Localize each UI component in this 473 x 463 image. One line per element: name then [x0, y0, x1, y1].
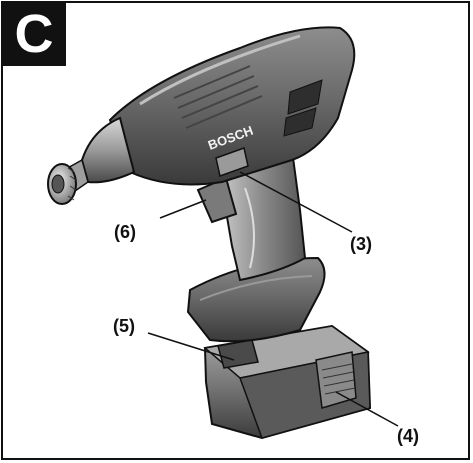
- battery-latch-left: [217, 339, 259, 369]
- figure-letter-badge: C: [2, 2, 66, 66]
- leader-line-4: [335, 391, 399, 427]
- callout-label-4: (4): [397, 426, 419, 446]
- bit-holder-chuck: [47, 163, 77, 205]
- callout-label-5: (5): [113, 316, 135, 336]
- callout-label-6: (6): [114, 222, 136, 242]
- leader-line-5: [147, 332, 235, 361]
- motor-housing: [108, 26, 356, 186]
- rotation-direction-switch: [215, 147, 249, 177]
- callout-label-3: (3): [350, 234, 372, 254]
- leader-line-6: [159, 199, 207, 219]
- battery-pack: [203, 324, 372, 440]
- pistol-grip: [218, 148, 307, 282]
- leader-line-3: [239, 171, 353, 233]
